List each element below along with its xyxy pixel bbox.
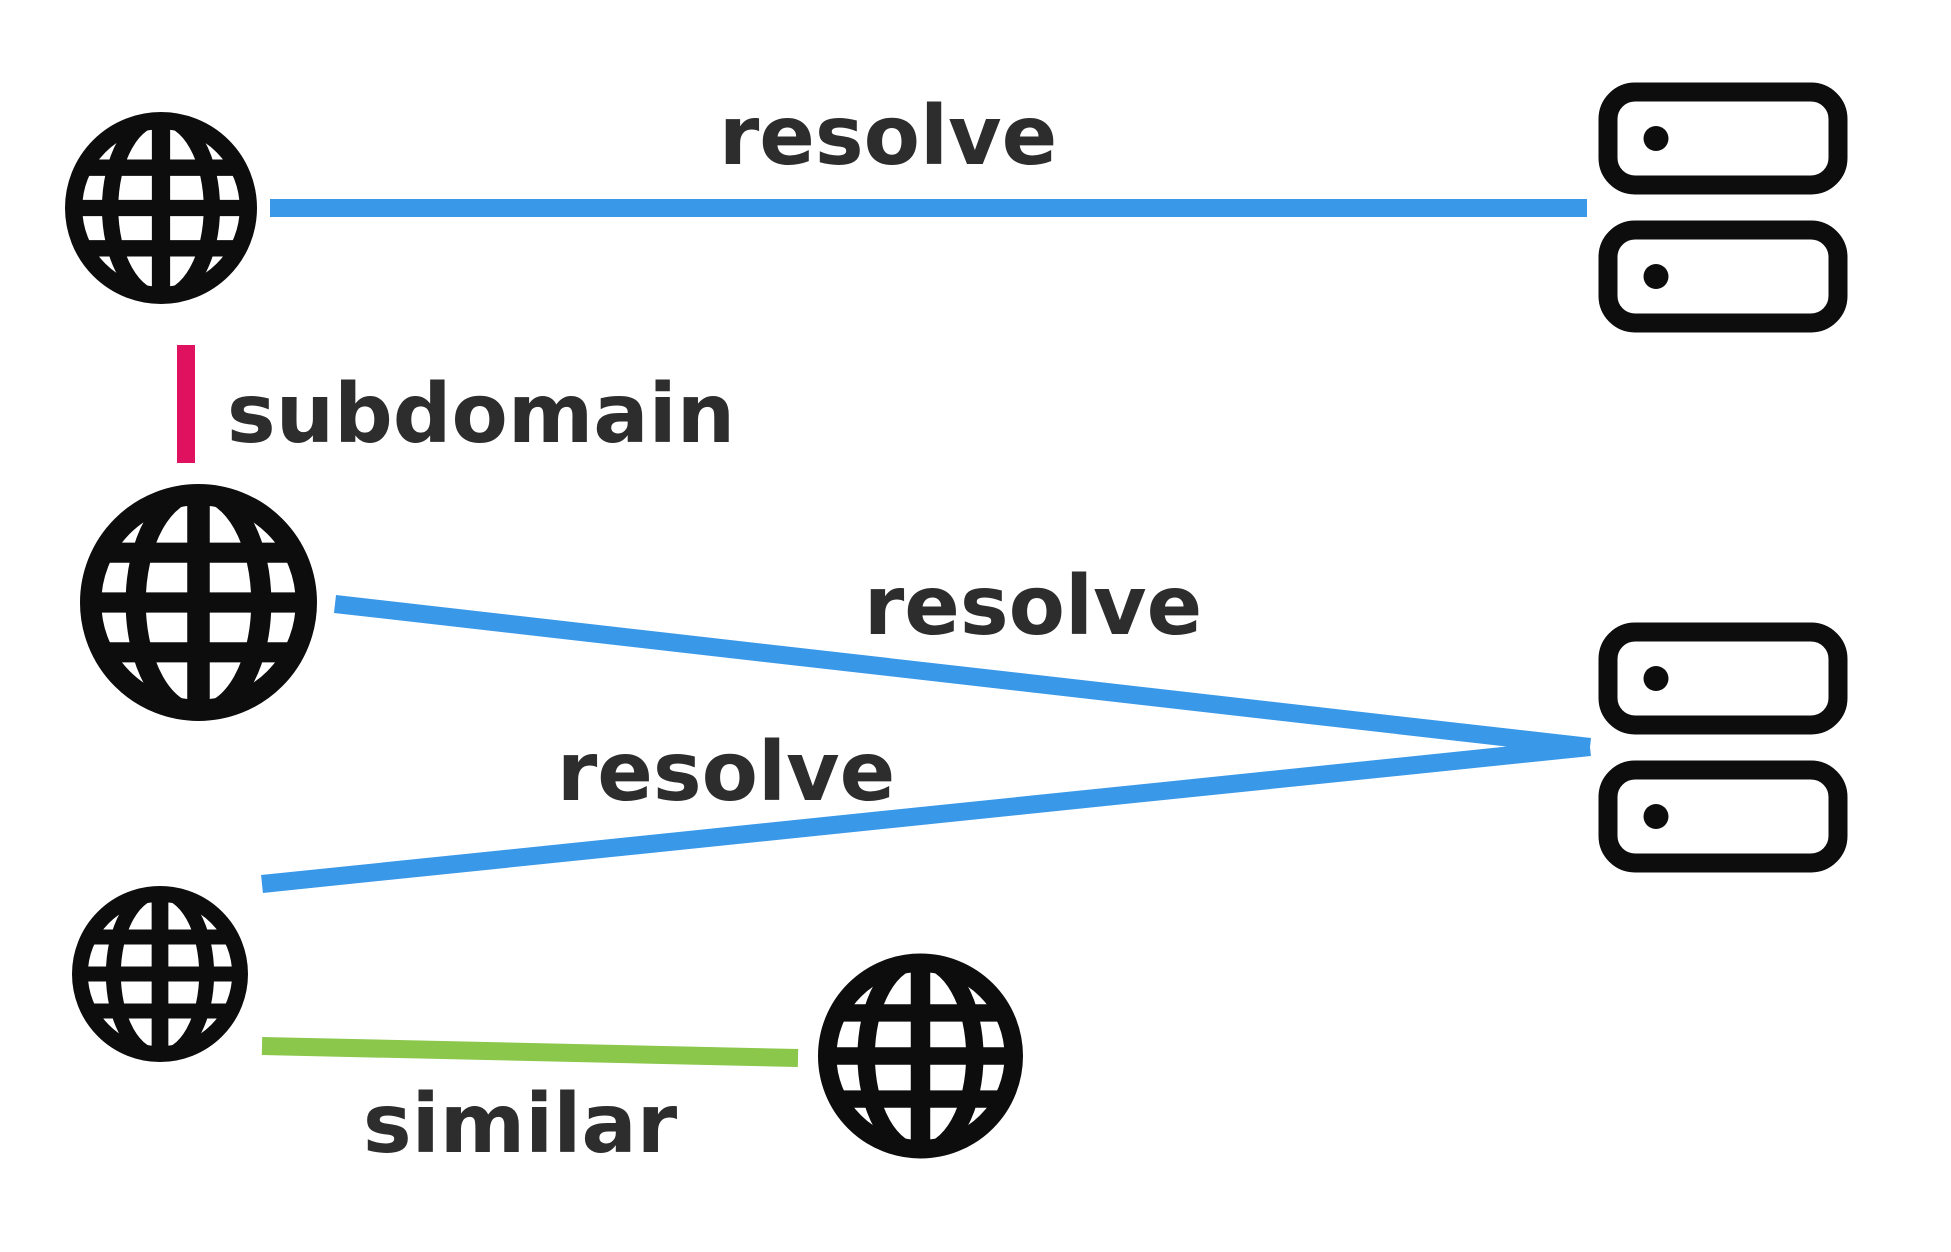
globe-icon — [71, 118, 251, 298]
server-box-icon — [1608, 770, 1838, 863]
edge-label-subdomain: subdomain — [227, 367, 735, 462]
server-box-icon — [1608, 632, 1838, 725]
server-stack-icon — [1608, 632, 1838, 863]
edge-label-similar: similar — [363, 1077, 678, 1172]
globe-icon — [87, 491, 310, 714]
edge-label-resolve-bottom: resolve — [557, 725, 895, 820]
server-stack-icon — [1608, 92, 1838, 323]
edge-label-resolve-top: resolve — [719, 89, 1057, 184]
server-box-icon — [1608, 230, 1838, 323]
server-box-icon — [1608, 92, 1838, 185]
edge-resolve-middle-line — [333, 595, 1592, 756]
edge-label-resolve-middle: resolve — [864, 559, 1202, 654]
edge-resolve-bottom-line — [261, 738, 1591, 893]
edge-similar-line — [261, 1037, 799, 1067]
globe-icon — [824, 960, 1017, 1153]
globe-icon — [77, 891, 242, 1056]
